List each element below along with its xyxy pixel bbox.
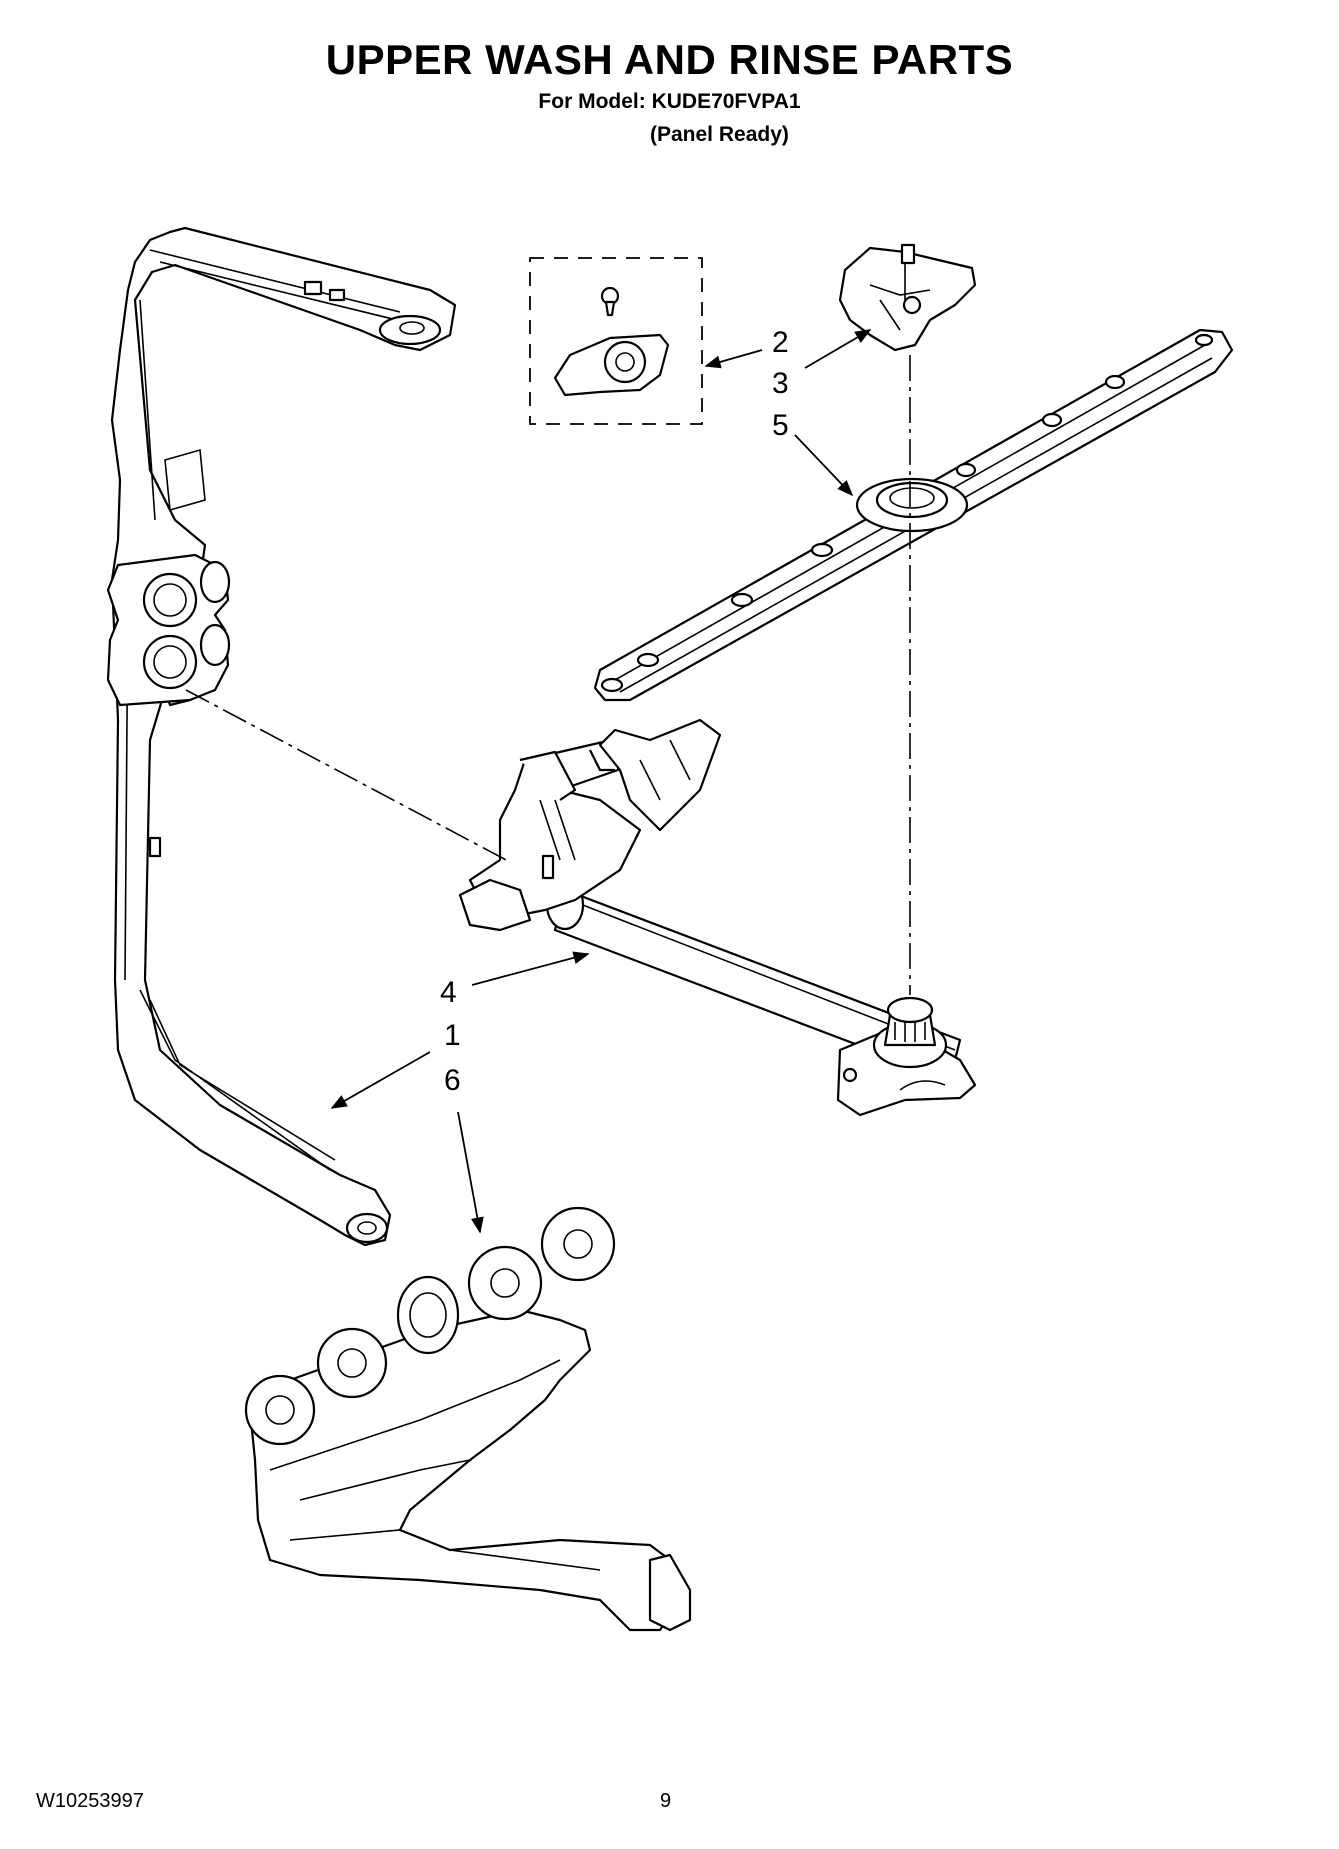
callout-4: 4 xyxy=(440,976,457,1009)
page-number: 9 xyxy=(660,1790,672,1812)
leader-2 xyxy=(704,349,763,369)
detail-box xyxy=(529,257,703,425)
leader-3 xyxy=(804,329,872,369)
callout-5: 5 xyxy=(772,409,789,442)
variant-line: (Panel Ready) xyxy=(650,123,789,146)
top-bracket-part xyxy=(838,243,977,352)
retainer-clip-part xyxy=(553,286,670,397)
leader-1 xyxy=(330,1051,431,1109)
conduit-part xyxy=(458,718,977,1117)
spray-nozzle-1 xyxy=(244,1374,316,1446)
spray-nozzle-3 xyxy=(396,1275,460,1355)
callout-6: 6 xyxy=(444,1064,461,1097)
model-line: For Model: KUDE70FVPA1 xyxy=(538,90,801,113)
spray-nozzle-4 xyxy=(467,1245,543,1321)
callout-2: 2 xyxy=(772,326,789,359)
spray-nozzle-2 xyxy=(316,1327,388,1399)
callout-1: 1 xyxy=(444,1019,461,1052)
tube-manifold xyxy=(106,553,231,707)
callout-3: 3 xyxy=(772,367,789,400)
page-title: UPPER WASH AND RINSE PARTS xyxy=(325,36,1014,83)
leader-6 xyxy=(457,1111,484,1234)
spray-nozzle-5 xyxy=(540,1206,616,1282)
document-number: W10253997 xyxy=(36,1790,144,1812)
supply-tube-part xyxy=(106,226,457,1247)
leader-5 xyxy=(794,434,854,497)
spray-manifold-part xyxy=(244,1206,692,1632)
leader-4 xyxy=(471,951,590,986)
centerline-tube-to-conduit xyxy=(185,689,511,863)
spray-arm-part xyxy=(593,328,1234,702)
